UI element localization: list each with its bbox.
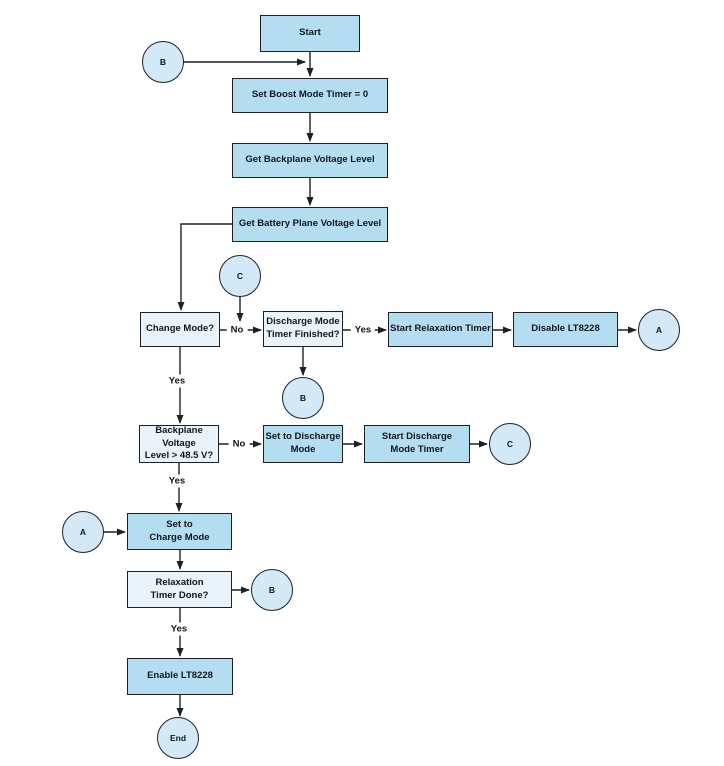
node-discharge-timer-finished-label: Discharge Mode Timer Finished?	[266, 316, 340, 340]
node-disable-lt8228-label: Disable LT8228	[531, 323, 600, 335]
connector-b-top: B	[142, 41, 184, 83]
connector-b-mid-label: B	[299, 393, 307, 403]
edge-label-change-mode-no: No	[226, 323, 248, 337]
node-enable-lt8228-label: Enable LT8228	[147, 670, 213, 682]
node-get-backplane-voltage: Get Backplane Voltage Level	[232, 143, 388, 178]
edge-label-relaxation-yes: Yes	[166, 622, 192, 636]
node-set-discharge-mode: Set to Discharge Mode	[263, 425, 343, 463]
node-change-mode-decision: Change Mode?	[140, 312, 220, 347]
node-discharge-timer-finished-decision: Discharge Mode Timer Finished?	[263, 311, 343, 347]
connector-end-label: End	[169, 733, 187, 743]
node-start: Start	[260, 15, 360, 52]
node-backplane-voltage-label: Backplane Voltage Level > 48.5 V?	[144, 424, 214, 462]
node-disable-lt8228: Disable LT8228	[513, 312, 618, 347]
node-set-boost-timer-label: Set Boost Mode Timer = 0	[251, 89, 369, 101]
connector-c-right: C	[489, 423, 531, 465]
node-set-charge-mode-label: Set to Charge Mode	[149, 518, 210, 543]
node-backplane-voltage-decision: Backplane Voltage Level > 48.5 V?	[139, 425, 219, 463]
node-relaxation-timer-done-label: Relaxation Timer Done?	[150, 576, 209, 601]
node-start-discharge-timer-label: Start Discharge Mode Timer	[381, 431, 453, 455]
node-set-discharge-mode-label: Set to Discharge Mode	[265, 431, 341, 455]
node-get-battery-plane-voltage: Get Battery Plane Voltage Level	[232, 207, 388, 242]
node-start-label: Start	[299, 27, 321, 39]
node-start-relaxation-timer: Start Relaxation Timer	[388, 312, 493, 347]
connector-a-left-label: A	[79, 527, 87, 537]
connector-b-top-label: B	[159, 57, 167, 67]
edge-label-backplane-yes: Yes	[164, 474, 190, 488]
connector-a-right: A	[638, 309, 680, 351]
node-relaxation-timer-done-decision: Relaxation Timer Done?	[127, 571, 232, 608]
connector-b-bottom: B	[251, 569, 293, 611]
edge-label-backplane-no: No	[228, 437, 250, 451]
node-set-charge-mode: Set to Charge Mode	[127, 513, 232, 550]
connector-c-top: C	[219, 255, 261, 297]
node-start-discharge-timer: Start Discharge Mode Timer	[364, 425, 470, 463]
edge-label-discharge-finished-yes: Yes	[350, 323, 376, 337]
node-start-relaxation-timer-label: Start Relaxation Timer	[390, 323, 491, 335]
node-set-boost-timer: Set Boost Mode Timer = 0	[232, 78, 388, 113]
connector-a-right-label: A	[655, 325, 663, 335]
connector-end: End	[157, 717, 199, 759]
node-get-battery-plane-voltage-label: Get Battery Plane Voltage Level	[238, 218, 382, 230]
node-change-mode-label: Change Mode?	[145, 323, 215, 335]
connector-c-right-label: C	[506, 439, 514, 449]
connector-b-bottom-label: B	[268, 585, 276, 595]
node-get-backplane-voltage-label: Get Backplane Voltage Level	[245, 154, 375, 166]
connector-b-mid: B	[282, 377, 324, 419]
connector-a-left: A	[62, 511, 104, 553]
connector-c-top-label: C	[236, 271, 244, 281]
edge-label-change-mode-yes: Yes	[164, 374, 190, 388]
node-enable-lt8228: Enable LT8228	[127, 658, 233, 695]
